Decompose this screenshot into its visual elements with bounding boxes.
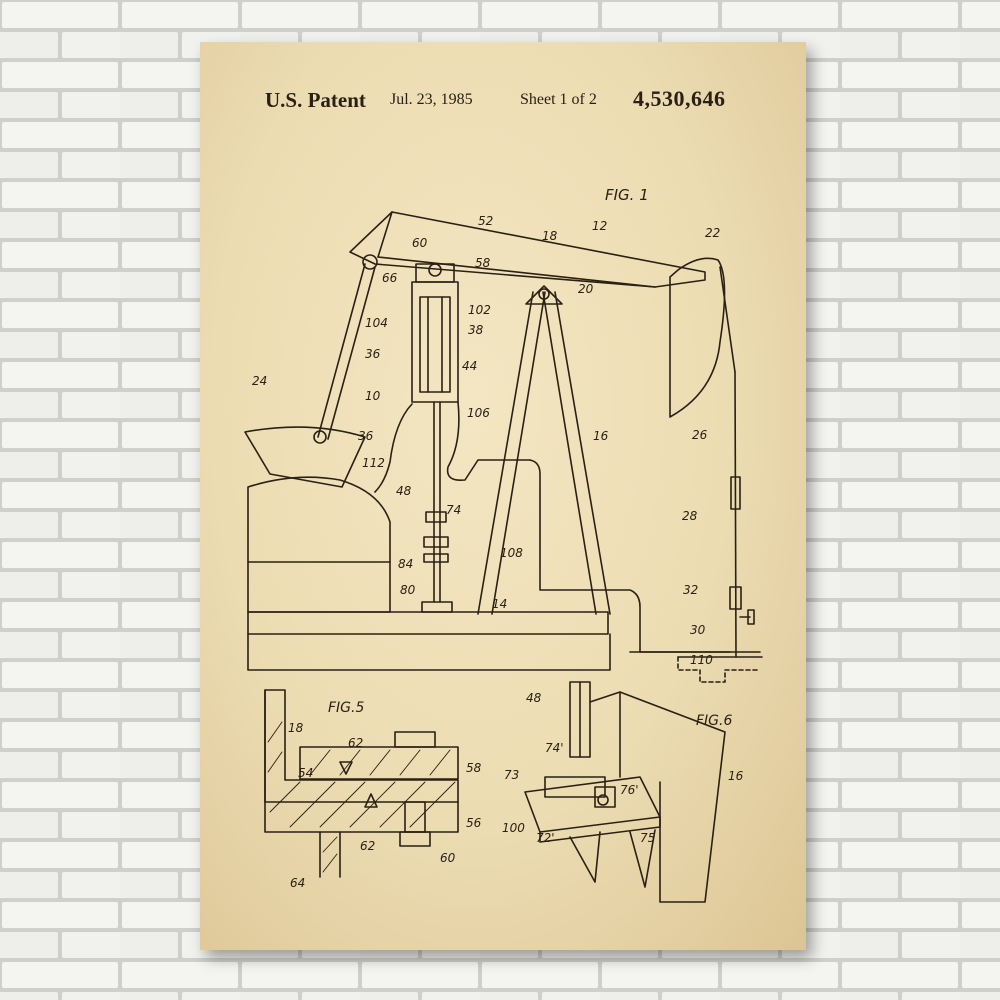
fig5-ref-62b: 62 xyxy=(360,839,375,853)
ref-84: 84 xyxy=(398,557,413,571)
ref-36a: 36 xyxy=(365,347,381,361)
ref-110: 110 xyxy=(690,653,713,667)
ref-44: 44 xyxy=(462,359,477,373)
ref-106: 106 xyxy=(467,406,490,420)
fig5-ref-56: 56 xyxy=(466,816,482,830)
fig1-drawing xyxy=(244,211,763,683)
fig6-ref-76: 76' xyxy=(620,783,639,797)
fig5-ref-54: 54 xyxy=(298,766,313,780)
patent-title: U.S. Patent xyxy=(265,88,366,112)
patent-sheet: Sheet 1 of 2 xyxy=(520,91,597,108)
ref-18: 18 xyxy=(542,229,558,243)
fig6-ref-74: 74' xyxy=(545,741,564,755)
ref-104: 104 xyxy=(365,316,388,330)
fig6-label: FIG.6 xyxy=(696,713,732,729)
ref-12: 12 xyxy=(592,219,607,233)
fig6-ref-100: 100 xyxy=(502,821,525,835)
ref-74: 74 xyxy=(446,503,461,517)
ref-60: 60 xyxy=(412,236,428,250)
patent-number: 4,530,646 xyxy=(633,86,726,111)
fig5-ref-64: 64 xyxy=(290,876,305,890)
ref-10: 10 xyxy=(365,389,381,403)
patent-poster: U.S. Patent Jul. 23, 1985 Sheet 1 of 2 4… xyxy=(200,42,806,950)
ref-20: 20 xyxy=(578,282,594,296)
ref-16: 16 xyxy=(593,429,609,443)
fig6-ref-75: 75 xyxy=(640,831,655,845)
fig1-label: FIG. 1 xyxy=(605,186,649,204)
ref-58: 58 xyxy=(475,256,491,270)
fig5-ref-58: 58 xyxy=(466,761,482,775)
ref-80: 80 xyxy=(400,583,416,597)
ref-26: 26 xyxy=(692,428,708,442)
fig5-ref-60: 60 xyxy=(440,851,456,865)
ref-108: 108 xyxy=(500,546,523,560)
ref-14: 14 xyxy=(492,597,507,611)
fig6-ref-16: 16 xyxy=(728,769,744,783)
ref-30: 30 xyxy=(690,623,706,637)
fig5-drawing xyxy=(264,689,459,878)
ref-102: 102 xyxy=(468,303,491,317)
fig5-ref-62a: 62 xyxy=(348,736,363,750)
fig6-ref-48: 48 xyxy=(526,691,542,705)
ref-48: 48 xyxy=(396,484,412,498)
fig5-ref-18: 18 xyxy=(288,721,304,735)
fig6-ref-73: 73 xyxy=(504,768,519,782)
ref-32: 32 xyxy=(683,583,698,597)
ref-38: 38 xyxy=(468,323,484,337)
patent-header: U.S. Patent Jul. 23, 1985 Sheet 1 of 2 4… xyxy=(200,86,806,118)
ref-52: 52 xyxy=(478,214,493,228)
ref-66: 66 xyxy=(382,271,398,285)
ref-24: 24 xyxy=(252,374,267,388)
ref-112: 112 xyxy=(362,456,385,470)
patent-drawing: FIG. 1 52 12 60 58 18 22 66 20 102 104 3… xyxy=(244,186,763,903)
ref-22: 22 xyxy=(705,226,720,240)
ref-36b: 36 xyxy=(358,429,374,443)
patent-date: Jul. 23, 1985 xyxy=(390,91,473,108)
fig5-hatching xyxy=(267,721,456,873)
fig5-label: FIG.5 xyxy=(328,700,364,716)
fig6-ref-72: 72' xyxy=(536,831,555,845)
fig6-drawing xyxy=(524,681,726,903)
ref-28: 28 xyxy=(682,509,698,523)
